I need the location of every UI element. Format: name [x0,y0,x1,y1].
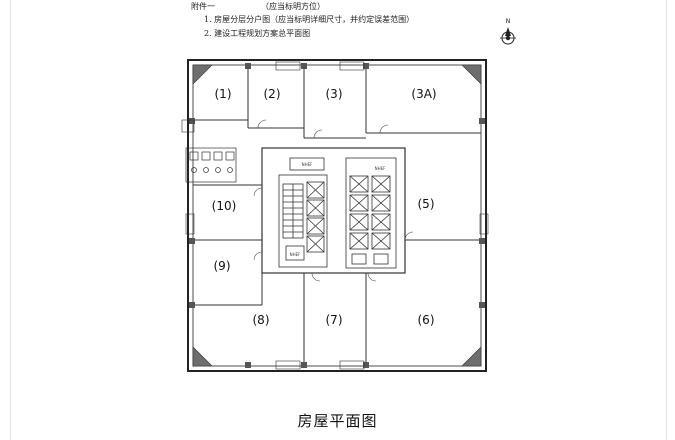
room-label-3: (3) [326,87,343,101]
note-site-plan: 2. 建设工程规划方案总平面图 [204,29,311,38]
perimeter-utility-boxes [181,61,489,370]
room-label-6: (6) [418,313,435,327]
restroom-block [185,147,237,183]
orientation-note: （应当标明方位） [261,2,325,11]
core-label-left: NHEF [302,162,314,167]
room-labels: (1) (2) (3) (3A) (5) (6) (7) (8) (9) (10… [212,87,437,327]
door-swings [253,119,414,282]
left-core [278,157,328,268]
compass-icon: N [500,18,516,45]
core-label-right: NHEF [375,166,387,171]
room-label-5: (5) [418,197,435,211]
plan-caption: 房屋平面图 [297,412,378,430]
room-label-9: (9) [214,259,231,273]
compass-north-label: N [506,18,511,25]
core-label-lower: NHEF [290,252,302,257]
drawing-sheet: 附件一 （应当标明方位） 1. 房屋分层分户图（应当标明详细尺寸，并约定误差范围… [10,0,667,440]
building-outline [187,59,487,372]
room-label-2: (2) [264,87,281,101]
room-label-7: (7) [326,313,343,327]
room-label-3a: (3A) [411,87,436,101]
right-core [345,157,397,269]
interior-walls [193,65,481,366]
room-label-1: (1) [215,87,232,101]
room-label-10: (10) [212,199,237,213]
note-floor-plan: 1. 房屋分层分户图（应当标明详细尺寸，并约定误差范围） [204,15,415,24]
room-label-8: (8) [253,313,270,327]
structural-columns [189,63,485,368]
corner-triangles [192,64,482,367]
attachment-label: 附件一 [191,2,215,11]
